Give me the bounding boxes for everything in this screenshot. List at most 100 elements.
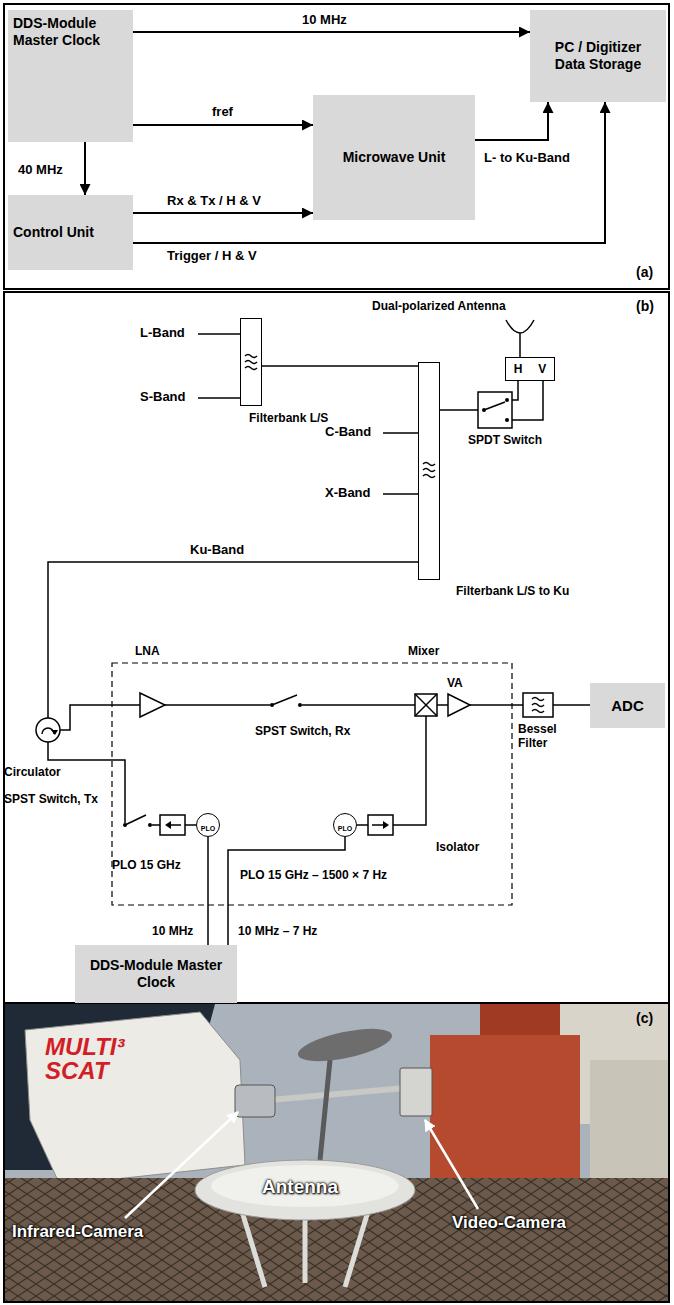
node-label: Filterbank L/S to Ku bbox=[456, 584, 569, 598]
panel-letter: (b) bbox=[636, 298, 654, 315]
leader-line bbox=[125, 1112, 238, 1218]
photo bbox=[430, 1035, 580, 1185]
terminal-dot bbox=[123, 823, 127, 827]
rf-wire bbox=[448, 694, 470, 716]
filterbank: Filterbank L/S bbox=[240, 318, 262, 406]
signal-label: 40 MHz bbox=[16, 162, 65, 178]
control-box: Control Unit bbox=[8, 195, 133, 270]
panel-border bbox=[4, 4, 669, 289]
rf-wire bbox=[372, 824, 384, 826]
rf-wire bbox=[437, 704, 448, 706]
signal-label: 10 MHz – 7 Hz bbox=[236, 924, 319, 938]
rf-wire bbox=[48, 562, 418, 718]
adc-box: ADC bbox=[590, 683, 665, 728]
band-label: C-Band bbox=[325, 424, 371, 440]
node-label: ADC bbox=[611, 697, 644, 715]
filter-label: Bessel Filter bbox=[518, 722, 570, 751]
node-text: ADC bbox=[611, 697, 644, 715]
rf-wire bbox=[302, 704, 415, 706]
rf-wire bbox=[415, 694, 437, 716]
terminal-dot bbox=[383, 821, 389, 829]
rf-wire bbox=[383, 432, 418, 434]
rf-wire bbox=[532, 698, 544, 713]
terminal-dot bbox=[148, 823, 152, 827]
node-label: PLO bbox=[201, 825, 215, 833]
rf-wire bbox=[198, 397, 240, 399]
photo bbox=[295, 1022, 394, 1067]
terminal-dot bbox=[165, 821, 171, 829]
photo-callout: Antenna bbox=[262, 1176, 338, 1199]
panel-letter: (c) bbox=[636, 1010, 653, 1027]
antenna-label: Dual-polarized Antenna bbox=[372, 299, 506, 313]
polarization-box: HV bbox=[505, 357, 555, 381]
rf-wire bbox=[484, 402, 505, 410]
signal-label: L- to Ku-Band bbox=[482, 150, 572, 166]
rf-wire bbox=[36, 320, 590, 835]
terminal-dot bbox=[505, 418, 509, 422]
rf-wire bbox=[523, 693, 553, 717]
photo bbox=[5, 1004, 668, 1301]
node-text: PC / Digitizer Data Storage bbox=[548, 39, 648, 73]
band-label: L-Band bbox=[140, 325, 185, 341]
connector bbox=[228, 837, 345, 945]
circulator-label: Circulator bbox=[4, 765, 61, 779]
connector bbox=[207, 837, 209, 945]
rf-wire bbox=[48, 742, 125, 823]
rf-wire bbox=[393, 716, 426, 825]
photo bbox=[5, 1004, 668, 1301]
rf-wire bbox=[160, 815, 185, 835]
rf-wire bbox=[506, 320, 534, 333]
connector bbox=[262, 365, 418, 367]
photo bbox=[25, 1012, 245, 1185]
photo-callout: Infrared-Camera bbox=[12, 1222, 143, 1242]
rf-wire bbox=[185, 824, 196, 826]
clock-box: DDS-Module Master Clock bbox=[8, 10, 133, 142]
node-text: Microwave Unit bbox=[343, 149, 446, 166]
node-text: HV bbox=[506, 362, 554, 376]
rf-wire bbox=[368, 815, 393, 835]
photo-callout: Video-Camera bbox=[452, 1213, 566, 1233]
rf-wire bbox=[415, 694, 437, 716]
signal-label: Rx & Tx / H & V bbox=[165, 193, 263, 209]
photo bbox=[400, 1068, 432, 1116]
rf-wire bbox=[245, 355, 257, 370]
node-label: V bbox=[538, 362, 546, 376]
terminal-dot bbox=[482, 408, 486, 412]
connector bbox=[475, 102, 548, 140]
band-label: X-Band bbox=[325, 485, 371, 501]
terminal-dot bbox=[505, 398, 509, 402]
rf-wire bbox=[553, 704, 590, 706]
connector bbox=[84, 142, 86, 195]
photo bbox=[320, 1060, 330, 1160]
photo bbox=[195, 1160, 415, 1220]
photo bbox=[303, 1215, 308, 1283]
clock-box: DDS-Module Master Clock bbox=[75, 945, 237, 1003]
node-label: DDS-Module Master Clock bbox=[13, 15, 128, 49]
signal-label: 10 MHz bbox=[150, 924, 195, 938]
panel-border bbox=[4, 4, 669, 1302]
node-label: DDS-Module Master Clock bbox=[80, 957, 232, 991]
photo bbox=[590, 1060, 668, 1180]
connector bbox=[133, 31, 530, 33]
rf-wire bbox=[152, 824, 160, 826]
node-label: H bbox=[514, 362, 523, 376]
node-text: PLO bbox=[201, 825, 215, 833]
photo bbox=[211, 1165, 399, 1207]
leader-line bbox=[125, 1112, 478, 1218]
rf-wire bbox=[423, 463, 435, 478]
band-label: S-Band bbox=[140, 389, 186, 405]
switch-label: SPST Switch, Tx bbox=[4, 792, 98, 806]
node-text: DDS-Module Master Clock bbox=[80, 957, 232, 991]
node-label: PLO bbox=[338, 825, 352, 833]
connector bbox=[133, 124, 313, 126]
rf-wire bbox=[470, 704, 523, 706]
signal-label: fref bbox=[210, 104, 235, 120]
photo bbox=[270, 1088, 405, 1100]
rf-wire bbox=[519, 333, 521, 357]
band-label: Ku-Band bbox=[190, 542, 244, 558]
isolator-label: Isolator bbox=[436, 840, 479, 854]
rf-wire bbox=[36, 718, 60, 742]
leader-line bbox=[425, 1120, 478, 1209]
oscillator-label: PLO 15 GHz – 1500 × 7 Hz bbox=[240, 868, 387, 882]
